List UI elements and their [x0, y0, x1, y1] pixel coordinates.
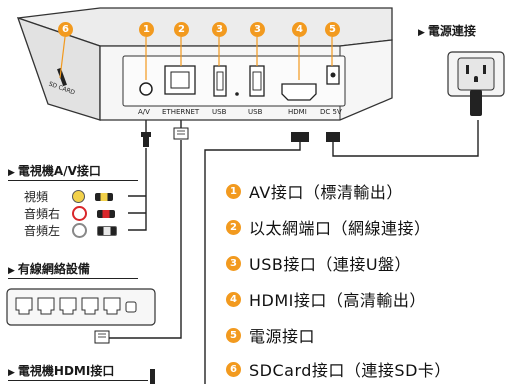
triangle-icon: ▶ [418, 28, 425, 38]
port-label-usb-1: USB [212, 108, 227, 116]
network-switch-icon [6, 288, 156, 326]
legend-text-3: USB接口（連接U盤） [249, 255, 412, 274]
power-outlet-icon [447, 51, 505, 116]
power-title: ▶電源連接 [418, 24, 476, 38]
tv-av-underline [8, 180, 138, 181]
legend-badge-6: 6 [226, 361, 241, 377]
tv-hdmi-underline [8, 380, 148, 381]
legend-item-3: 3 USB接口（連接U盤） [226, 250, 411, 276]
tv-av-title: ▶電視機A/V接口 [8, 164, 101, 178]
legend-text-6: SDCard接口（連接SD卡） [249, 361, 451, 380]
badge-6: 6 [58, 22, 73, 37]
badge-3a: 3 [212, 22, 227, 37]
legend-badge-1: 1 [226, 183, 241, 199]
port-label-ethernet: ETHERNET [162, 108, 200, 116]
audio-right-jack-icon [72, 206, 87, 221]
legend-item-1: 1 AV接口（標清輸出） [226, 178, 403, 204]
av-label-audio-left: 音頻左 [24, 224, 61, 238]
badge-2: 2 [174, 22, 189, 37]
tv-hdmi-title: ▶電視機HDMI接口 [8, 364, 115, 378]
port-label-av: A/V [138, 108, 150, 116]
av-row-video: 視頻 [24, 188, 113, 205]
port-label-hdmi: HDMI [288, 108, 307, 116]
port-label-dc5v: DC 5V [320, 108, 342, 116]
triangle-icon: ▶ [8, 266, 15, 276]
legend-badge-3: 3 [226, 255, 241, 271]
audio-right-plug-icon [97, 209, 115, 218]
av-label-audio-right: 音頻右 [24, 207, 61, 221]
network-underline [8, 278, 138, 279]
legend-item-2: 2 以太網端口（網線連接） [226, 214, 431, 240]
badge-leaders [59, 36, 333, 80]
ethernet-plug-icon [94, 330, 110, 344]
port-label-usb-2: USB [248, 108, 263, 116]
legend-item-5: 5 電源接口 [226, 322, 315, 348]
legend-text-2: 以太網端口（網線連接） [249, 219, 431, 238]
triangle-icon: ▶ [8, 168, 15, 178]
legend-badge-4: 4 [226, 291, 241, 307]
av-row-audio-left: 音頻左 [24, 222, 117, 239]
video-jack-icon [72, 190, 85, 203]
badge-1: 1 [139, 22, 154, 37]
legend-item-4: 4 HDMI接口（高清輸出） [226, 286, 426, 312]
triangle-icon: ▶ [8, 368, 15, 378]
av-label-video: 視頻 [24, 190, 49, 204]
legend-badge-5: 5 [226, 327, 241, 343]
audio-left-jack-icon [72, 223, 87, 238]
audio-left-plug-icon [97, 225, 117, 236]
badge-5: 5 [325, 22, 340, 37]
legend-item-6: 6 SDCard接口（連接SD卡） [226, 356, 451, 382]
legend-text-1: AV接口（標清輸出） [249, 183, 403, 202]
network-title: ▶有線網絡設備 [8, 262, 90, 276]
video-plug-icon [95, 192, 113, 201]
legend-badge-2: 2 [226, 219, 241, 235]
badge-3b: 3 [250, 22, 265, 37]
legend-text-5: 電源接口 [249, 327, 316, 346]
av-row-audio-right: 音頻右 [24, 205, 115, 222]
badge-4: 4 [292, 22, 307, 37]
legend-text-4: HDMI接口（高清輸出） [249, 291, 426, 310]
